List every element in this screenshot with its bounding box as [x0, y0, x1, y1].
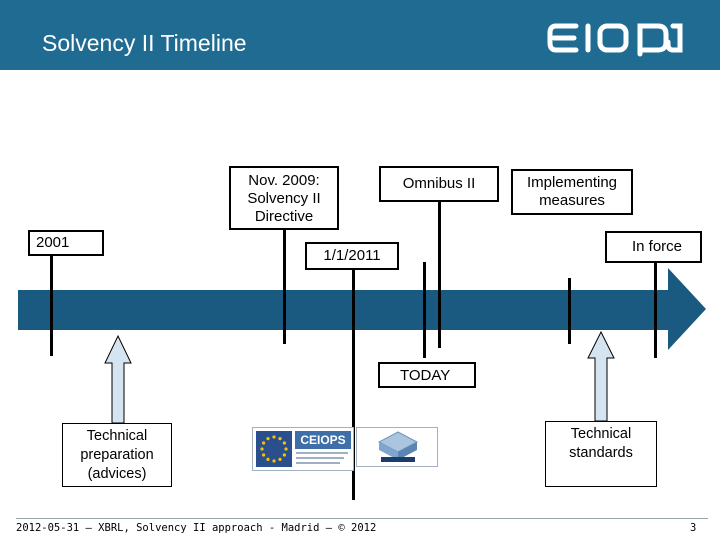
- ceiops-logo: CEIOPS: [252, 427, 354, 471]
- eu-stars-icon: [260, 435, 288, 463]
- eiopa-legacy-logo: [356, 427, 438, 467]
- marker-today: [352, 262, 355, 500]
- marker-omnibus: [438, 198, 441, 348]
- callout-arrow-left: [104, 334, 132, 424]
- milestone-implementing: Implementing measures: [511, 169, 633, 215]
- eiopa-logo: eiopa: [547, 23, 683, 57]
- slide-title: Solvency II Timeline: [42, 30, 247, 56]
- footer-divider: [16, 518, 708, 519]
- marker-implementing: [568, 278, 571, 344]
- milestone-directive: Nov. 2009: Solvency II Directive: [229, 166, 339, 230]
- marker-2011: [423, 262, 426, 358]
- ceiops-tagline: [296, 457, 344, 459]
- milestone-effective: 1/1/2011: [305, 242, 399, 270]
- milestone-in-force: In force: [605, 231, 702, 263]
- ceiops-tagline: [296, 452, 348, 454]
- footer-text: 2012-05-31 – XBRL, Solvency II approach …: [16, 522, 377, 534]
- ceiops-wordmark: CEIOPS: [295, 431, 351, 449]
- callout-arrow-right: [587, 330, 615, 422]
- callout-technical-standards: Technical standards: [545, 421, 657, 487]
- ceiops-tagline: [296, 462, 340, 464]
- marker-2009: [283, 226, 286, 344]
- eiopa-cube-icon: [377, 431, 419, 462]
- marker-in-force: [654, 262, 657, 358]
- milestone-2001: 2001: [28, 230, 104, 256]
- marker-2001: [50, 254, 53, 356]
- today-label: TODAY: [378, 362, 476, 388]
- milestone-omnibus: Omnibus II: [379, 166, 499, 202]
- page-number: 3: [690, 522, 697, 534]
- callout-technical-preparation: Technical preparation (advices): [62, 423, 172, 487]
